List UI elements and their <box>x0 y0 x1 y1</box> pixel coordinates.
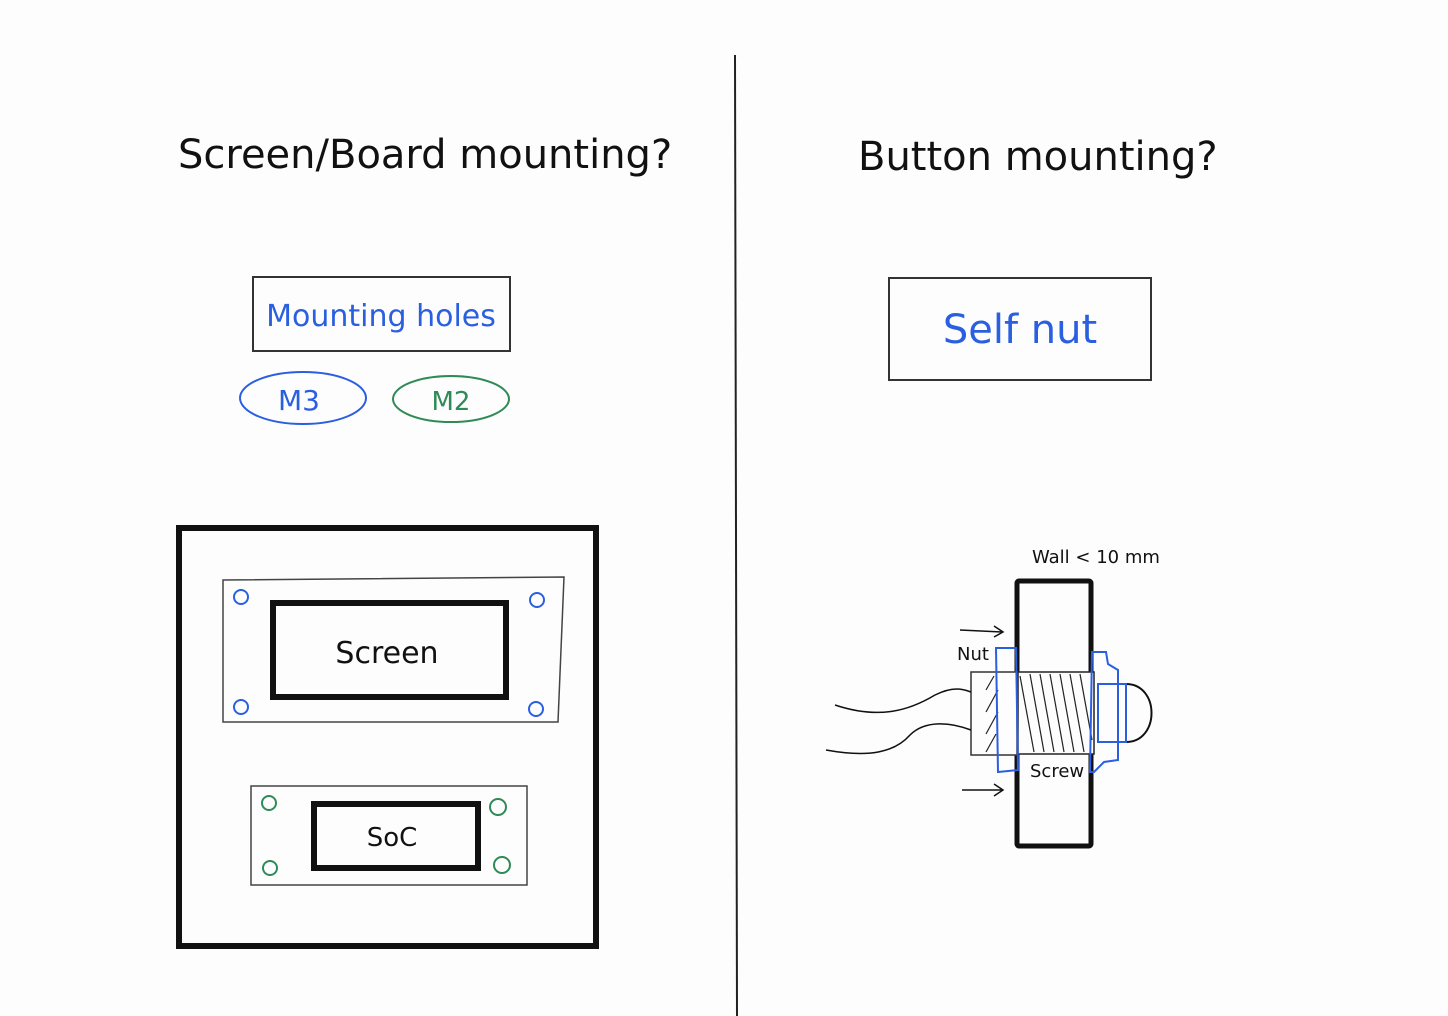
screen-hole-bottom-right <box>528 701 544 717</box>
cable-top <box>834 688 972 714</box>
button-body-hatching <box>985 675 999 753</box>
screen-module <box>270 600 509 700</box>
mounting-holes-label: Mounting holes <box>266 299 496 334</box>
nut-label: Nut <box>957 644 989 665</box>
soc-hole-bottom-right <box>493 856 511 874</box>
enclosure <box>176 525 599 949</box>
left-title: Screen/Board mounting? <box>178 132 672 178</box>
right-panel: Button mounting? Self nut Wall < 10 mm <box>825 134 1218 849</box>
outer-nut <box>1088 651 1119 773</box>
screen-hole-top-left <box>233 589 249 605</box>
screw-arrow <box>962 783 1005 797</box>
screen-hole-top-right <box>529 592 545 608</box>
self-nut-box <box>888 277 1152 381</box>
soc-hole-top-right <box>489 798 507 816</box>
screw-thread-hatching <box>1019 673 1093 753</box>
wall-note: Wall < 10 mm <box>1032 547 1160 568</box>
mounting-holes-box <box>252 276 511 352</box>
inner-nut <box>994 647 1020 774</box>
screen-hole-bottom-left <box>233 699 249 715</box>
panel-divider <box>734 54 738 1016</box>
soc-hole-top-left <box>261 795 277 811</box>
soc-hole-bottom-left <box>262 860 278 876</box>
screw-label: Screw <box>1030 761 1084 782</box>
nut-arrow <box>959 625 1005 638</box>
screen-board <box>222 576 565 723</box>
button-body <box>970 671 1018 756</box>
m2-option <box>392 375 510 423</box>
soc-board <box>250 785 528 886</box>
self-nut-label: Self nut <box>943 307 1097 353</box>
soc-module <box>311 801 481 871</box>
m2-label: M2 <box>432 387 471 417</box>
m3-option <box>239 371 367 425</box>
m3-label: M3 <box>278 384 320 417</box>
left-panel: Screen/Board mounting? Mounting holes M3… <box>176 132 672 949</box>
button-collar <box>1097 683 1127 743</box>
screen-label: Screen <box>335 636 438 671</box>
soc-label: SoC <box>367 823 418 853</box>
button-cap <box>1125 683 1153 743</box>
right-title: Button mounting? <box>858 134 1218 180</box>
cable-bottom <box>825 723 972 755</box>
